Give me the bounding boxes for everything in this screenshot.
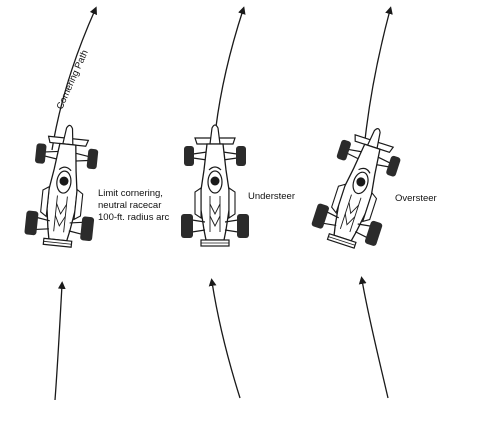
panel-label-understeer: Understeer [248, 191, 295, 202]
neutral-label-line-1: Limit cornering, [98, 188, 163, 199]
panel-label-neutral: Limit cornering, neutral racecar 100-ft.… [98, 188, 170, 223]
neutral-label-line-2: neutral racecar [98, 200, 161, 211]
neutral-label-line-3: 100-ft. radius arc [98, 212, 170, 223]
panel-label-oversteer: Oversteer [395, 193, 437, 204]
racecar-understeer [180, 124, 250, 247]
racecar-neutral [22, 121, 105, 250]
cornering-path-middle [208, 6, 246, 399]
path-label: Cornering Path [55, 48, 91, 111]
cornering-path-left [51, 6, 97, 401]
racecar-oversteer [307, 117, 412, 255]
cornering-path-right [358, 6, 393, 399]
